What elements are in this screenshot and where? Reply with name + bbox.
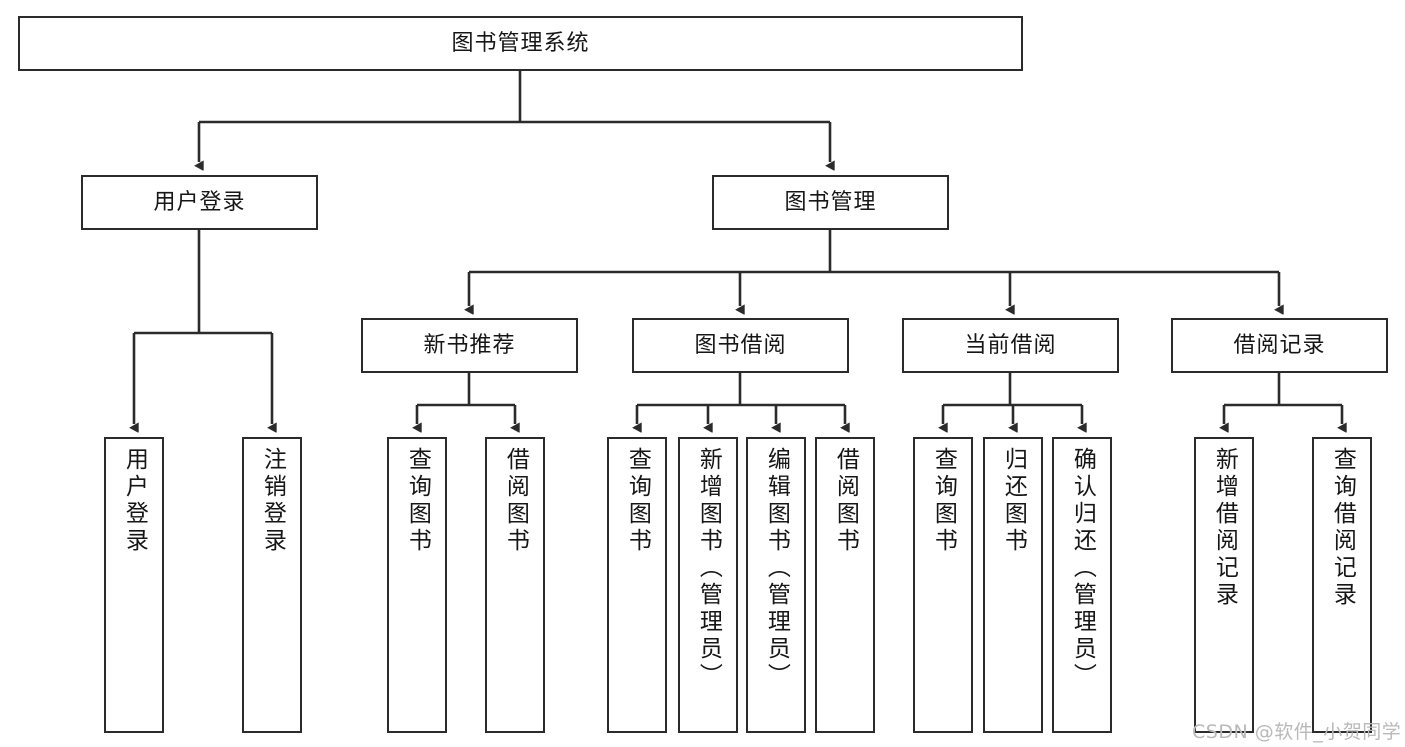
node-root[interactable]: 图书管理系统 [18, 16, 1023, 71]
node-leaf-borrow-book-1[interactable]: 借阅图书 [485, 437, 545, 733]
node-leaf-confirm-return-label: 确认归还（管理员） [1069, 447, 1096, 690]
node-leaf-return-book[interactable]: 归还图书 [983, 437, 1043, 733]
node-user-login[interactable]: 用户登录 [81, 175, 318, 230]
node-leaf-query-book-2-label: 查询图书 [624, 447, 651, 555]
csdn-watermark: CSDN @软件_小贺同学 [1192, 721, 1402, 743]
node-leaf-query-record[interactable]: 查询借阅记录 [1312, 437, 1372, 733]
node-leaf-query-record-label: 查询借阅记录 [1329, 447, 1356, 609]
node-current-borrow[interactable]: 当前借阅 [902, 318, 1119, 373]
node-leaf-return-book-label: 归还图书 [1000, 447, 1027, 555]
node-book-manage[interactable]: 图书管理 [712, 175, 949, 230]
node-leaf-borrow-book-2[interactable]: 借阅图书 [815, 437, 875, 733]
node-leaf-edit-book-label: 编辑图书（管理员） [763, 447, 790, 690]
node-leaf-user-login[interactable]: 用户登录 [104, 437, 164, 733]
node-leaf-edit-book[interactable]: 编辑图书（管理员） [746, 437, 806, 733]
node-leaf-borrow-book-1-label: 借阅图书 [502, 447, 529, 555]
node-book-manage-label: 图书管理 [784, 189, 877, 215]
node-new-book-rec-label: 新书推荐 [423, 332, 516, 358]
node-leaf-query-book-1-label: 查询图书 [404, 447, 431, 555]
node-leaf-logout[interactable]: 注销登录 [242, 437, 302, 733]
node-new-book-rec[interactable]: 新书推荐 [361, 318, 578, 373]
node-root-label: 图书管理系统 [451, 30, 590, 56]
node-leaf-query-book-2[interactable]: 查询图书 [607, 437, 667, 733]
node-borrow-record[interactable]: 借阅记录 [1171, 318, 1388, 373]
node-current-borrow-label: 当前借阅 [964, 332, 1057, 358]
node-leaf-logout-label: 注销登录 [259, 447, 286, 555]
node-book-borrow-label: 图书借阅 [694, 332, 787, 358]
node-leaf-borrow-book-2-label: 借阅图书 [832, 447, 859, 555]
node-leaf-query-book-3[interactable]: 查询图书 [913, 437, 973, 733]
node-leaf-add-record[interactable]: 新增借阅记录 [1194, 437, 1254, 733]
node-borrow-record-label: 借阅记录 [1233, 332, 1326, 358]
node-leaf-add-book[interactable]: 新增图书（管理员） [678, 437, 738, 733]
node-leaf-add-record-label: 新增借阅记录 [1211, 447, 1238, 609]
node-user-login-label: 用户登录 [153, 189, 246, 215]
node-leaf-query-book-1[interactable]: 查询图书 [387, 437, 447, 733]
node-leaf-add-book-label: 新增图书（管理员） [695, 447, 722, 690]
node-leaf-user-login-label: 用户登录 [121, 447, 148, 555]
node-book-borrow[interactable]: 图书借阅 [632, 318, 849, 373]
node-leaf-confirm-return[interactable]: 确认归还（管理员） [1052, 437, 1112, 733]
node-leaf-query-book-3-label: 查询图书 [930, 447, 957, 555]
